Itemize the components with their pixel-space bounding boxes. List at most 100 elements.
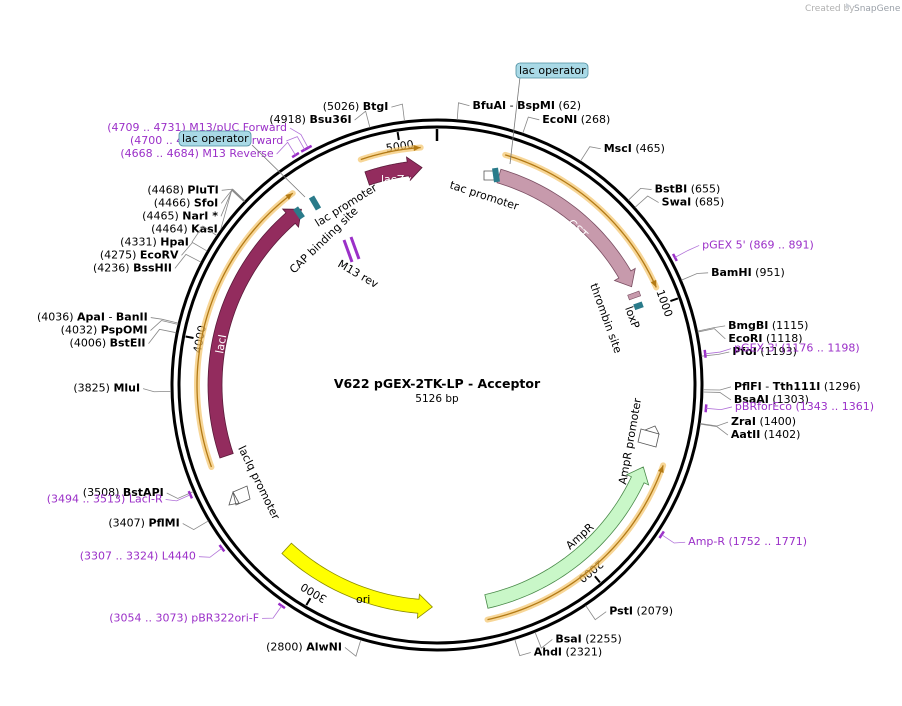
site-label: ZraI (1400): [731, 415, 796, 428]
site-name: SwaI: [662, 196, 692, 209]
site-label: AatII (1402): [731, 428, 800, 441]
tick-mark: [396, 131, 400, 141]
primer-leader: [165, 494, 191, 502]
primer-leader: [198, 547, 223, 558]
site-position: (4036): [37, 311, 74, 324]
site-leader: [221, 188, 246, 202]
site-leader: [150, 320, 179, 331]
site-name: EcoRV: [140, 248, 179, 261]
site-label: BamHI (951): [711, 266, 785, 279]
site-leader: [142, 388, 172, 393]
site-label: (4032) PspOMI: [61, 324, 148, 337]
orf-glow: [357, 144, 424, 163]
site-position: (685): [695, 196, 725, 209]
site-name: PflFI: [734, 380, 762, 393]
primer-mark: [187, 490, 194, 499]
site-label: AhdI (2321): [534, 645, 602, 658]
orf-head: [657, 465, 664, 473]
primer-label: (3494 .. 3513) LacI-R: [47, 492, 163, 505]
site-position: (4918): [269, 113, 306, 126]
m13-rev-marks: [342, 236, 361, 263]
site-leader: [681, 272, 709, 281]
site-name: AlwNI: [306, 640, 342, 653]
site-position: (3508): [83, 486, 120, 499]
site-position: (5026): [323, 100, 360, 113]
loxp-marker: [633, 301, 644, 311]
site-label: (4464) KasI: [151, 222, 218, 235]
lacza-arrow: [364, 156, 423, 186]
orf-head: [413, 145, 421, 152]
site-position: (951): [755, 266, 785, 279]
site-label: PstI (2079): [609, 605, 673, 618]
site-leader: [354, 110, 371, 128]
plasmid-length: 5126 bp: [415, 393, 459, 405]
site-leader: [191, 225, 218, 243]
site-label: BsaAI (1303): [734, 393, 809, 406]
site-label: (2800) AlwNI: [266, 640, 342, 653]
feature-lac-operator-markers: [293, 167, 644, 311]
site-name: MscI: [604, 142, 632, 155]
site-position: (1115): [772, 319, 809, 332]
ampr-arrow: [484, 466, 650, 609]
site-label: (3508) BstAPI: [83, 486, 164, 499]
snapgene-logo: SnapGene: [846, 3, 901, 14]
orf-line: [487, 465, 664, 621]
primer-label: pBRforEco (1343 .. 1361): [735, 400, 874, 413]
site-label: (4275) EcoRV: [100, 248, 179, 261]
site-name: HpaI: [160, 235, 189, 248]
cap-site-marker: [293, 206, 305, 220]
site-position: (4466): [154, 196, 191, 209]
site-label: BmgBI (1115): [728, 319, 808, 332]
site-leader: [522, 116, 540, 134]
lacza-label: lacZα: [381, 173, 412, 186]
primer-leader: [286, 136, 305, 150]
site-name: PflMI: [148, 517, 179, 530]
site-leader: [220, 189, 245, 230]
site-label: PflFI - Tth111I (1296): [734, 380, 861, 393]
site-position: (4465): [142, 209, 179, 222]
ori-arrow: [281, 542, 433, 620]
primer-label: Amp-R (1752 .. 1771): [688, 535, 807, 548]
site-leader: [174, 253, 202, 269]
site-name: BstEII: [110, 337, 146, 350]
site-name: AhdI: [534, 645, 562, 658]
site-position: (1402): [764, 428, 801, 441]
site-name: ZraI: [731, 415, 756, 428]
site-name: EcoNI: [542, 113, 577, 126]
tick-mark: [594, 575, 601, 584]
site-leader: [585, 605, 607, 621]
gst-arrow: [496, 168, 636, 288]
site-name: BsaI: [555, 632, 581, 645]
tick-mark: [185, 335, 194, 339]
backbone-outer: [170, 118, 704, 652]
site-position: (4468): [147, 183, 184, 196]
site-position: (1400): [759, 415, 796, 428]
site-position: (4331): [120, 235, 157, 248]
laci-label: lacI: [213, 333, 229, 354]
site-leader: [148, 328, 177, 344]
lac-operator-2-marker: [308, 195, 322, 211]
snapgene-brand: SnapGene: [854, 4, 901, 14]
site-position: (1296): [824, 380, 861, 393]
backbone-inner: [177, 125, 697, 645]
site-label: (4918) Bsu36I: [269, 113, 351, 126]
site-name: EcoRI: [728, 332, 762, 345]
site-leader: [697, 325, 726, 332]
site-name: PfoI: [732, 345, 757, 358]
site-name: ApaI: [77, 311, 105, 324]
site-position: (2321): [566, 645, 603, 658]
site-label: (4466) SfoI: [154, 196, 218, 209]
site-label: MscI (465): [604, 142, 665, 155]
site-position: (4275): [100, 248, 137, 261]
site-name: BsaAI: [734, 393, 769, 406]
feature-ori: ori: [281, 542, 433, 620]
credit-text: Created by: [805, 4, 855, 14]
orf-line: [196, 192, 294, 468]
site-label: (4006) BstEII: [70, 337, 146, 350]
site-label: BstBI (655): [655, 183, 721, 196]
site-name: BstBI: [655, 183, 688, 196]
site-name: PspOMI: [101, 324, 148, 337]
feature-lacza: lacZα: [364, 156, 423, 186]
primer-label: (4668 .. 4684) M13 Reverse: [120, 147, 273, 160]
